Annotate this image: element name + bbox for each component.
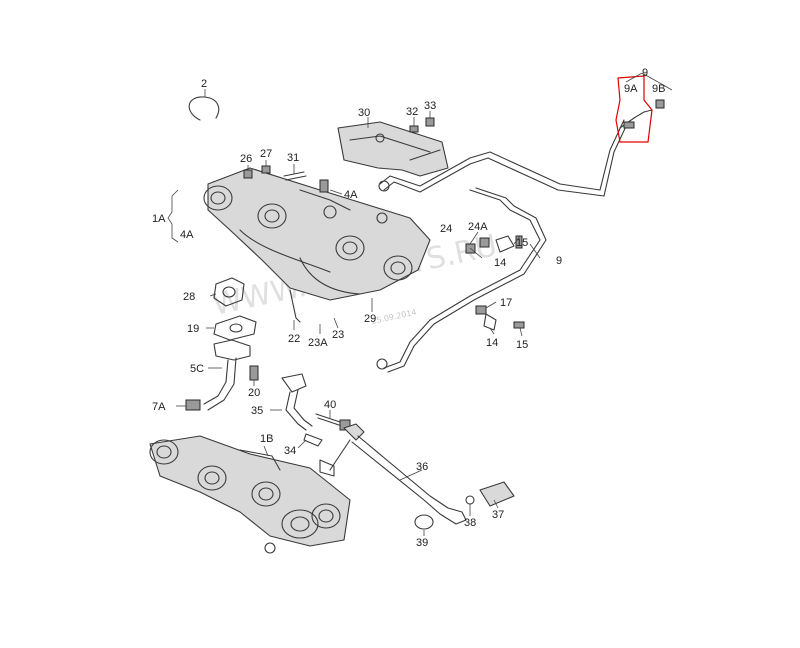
callout-38: 38 xyxy=(464,517,476,529)
callout-5C: 5C xyxy=(190,363,204,375)
callout-17: 17 xyxy=(500,297,512,309)
callout-4A-left: 4A xyxy=(180,229,194,241)
callout-24A: 24A xyxy=(468,221,488,233)
callout-1A: 1A xyxy=(152,213,166,225)
callout-28: 28 xyxy=(183,291,195,303)
callout-14-top: 14 xyxy=(494,257,506,269)
callout-26: 26 xyxy=(240,153,252,165)
part-manifold-upper xyxy=(203,167,431,323)
callout-27: 27 xyxy=(260,148,272,160)
part-9A-9B-group xyxy=(615,75,665,143)
callout-1B: 1B xyxy=(260,433,273,445)
callout-19: 19 xyxy=(187,323,199,335)
part-exhaust-turbo xyxy=(149,435,351,554)
callout-20: 20 xyxy=(248,387,260,399)
callout-31: 31 xyxy=(287,152,299,164)
callout-33: 33 xyxy=(424,100,436,112)
callout-37: 37 xyxy=(492,509,504,521)
callout-22: 22 xyxy=(288,333,300,345)
leader-lines xyxy=(167,72,673,536)
callout-39: 39 xyxy=(416,537,428,549)
part-studs xyxy=(243,165,329,193)
callout-24: 24 xyxy=(440,223,452,235)
callout-9-right: 9 xyxy=(556,255,562,267)
part-bracket-17 xyxy=(475,305,525,331)
callout-9: 9 xyxy=(642,67,648,79)
callout-35: 35 xyxy=(251,405,263,417)
part-gasket-28 xyxy=(213,277,245,307)
part-gasket-19 xyxy=(213,315,257,341)
part-clip-34 xyxy=(303,433,323,447)
callout-32: 32 xyxy=(406,106,418,118)
part-banjo-20 xyxy=(249,365,259,381)
highlight-outline xyxy=(615,75,653,143)
part-fitting-37 xyxy=(414,481,515,530)
callout-36: 36 xyxy=(416,461,428,473)
callout-30: 30 xyxy=(358,107,370,119)
callout-9B: 9B xyxy=(652,83,665,95)
part-pipe-5C xyxy=(185,339,251,411)
callout-29: 29 xyxy=(364,313,376,325)
callout-15-top: 15 xyxy=(516,237,528,249)
part-bolt-40 xyxy=(315,413,351,431)
callout-40: 40 xyxy=(324,399,336,411)
callout-23A: 23A xyxy=(308,337,328,349)
part-rod-36 xyxy=(329,423,467,525)
callout-14-mid: 14 xyxy=(486,337,498,349)
part-oil-pipe xyxy=(376,119,629,373)
callout-4A-top: 4A xyxy=(344,189,358,201)
callout-23: 23 xyxy=(332,329,344,341)
part-bolt-32-33 xyxy=(409,117,435,133)
part-pipe-35 xyxy=(281,373,313,431)
callout-34: 34 xyxy=(284,445,296,457)
callout-labels: 2 30 32 33 9 9A 9B 26 27 31 4A 1A 4A 24 … xyxy=(152,67,665,549)
callout-9A: 9A xyxy=(624,83,638,95)
part-heat-shield xyxy=(337,121,449,177)
callout-15-mid: 15 xyxy=(516,339,528,351)
callout-7A: 7A xyxy=(152,401,166,413)
part-circlip xyxy=(188,89,220,121)
callout-2: 2 xyxy=(201,78,207,90)
watermark-date: 25.09.2014 xyxy=(371,308,418,326)
